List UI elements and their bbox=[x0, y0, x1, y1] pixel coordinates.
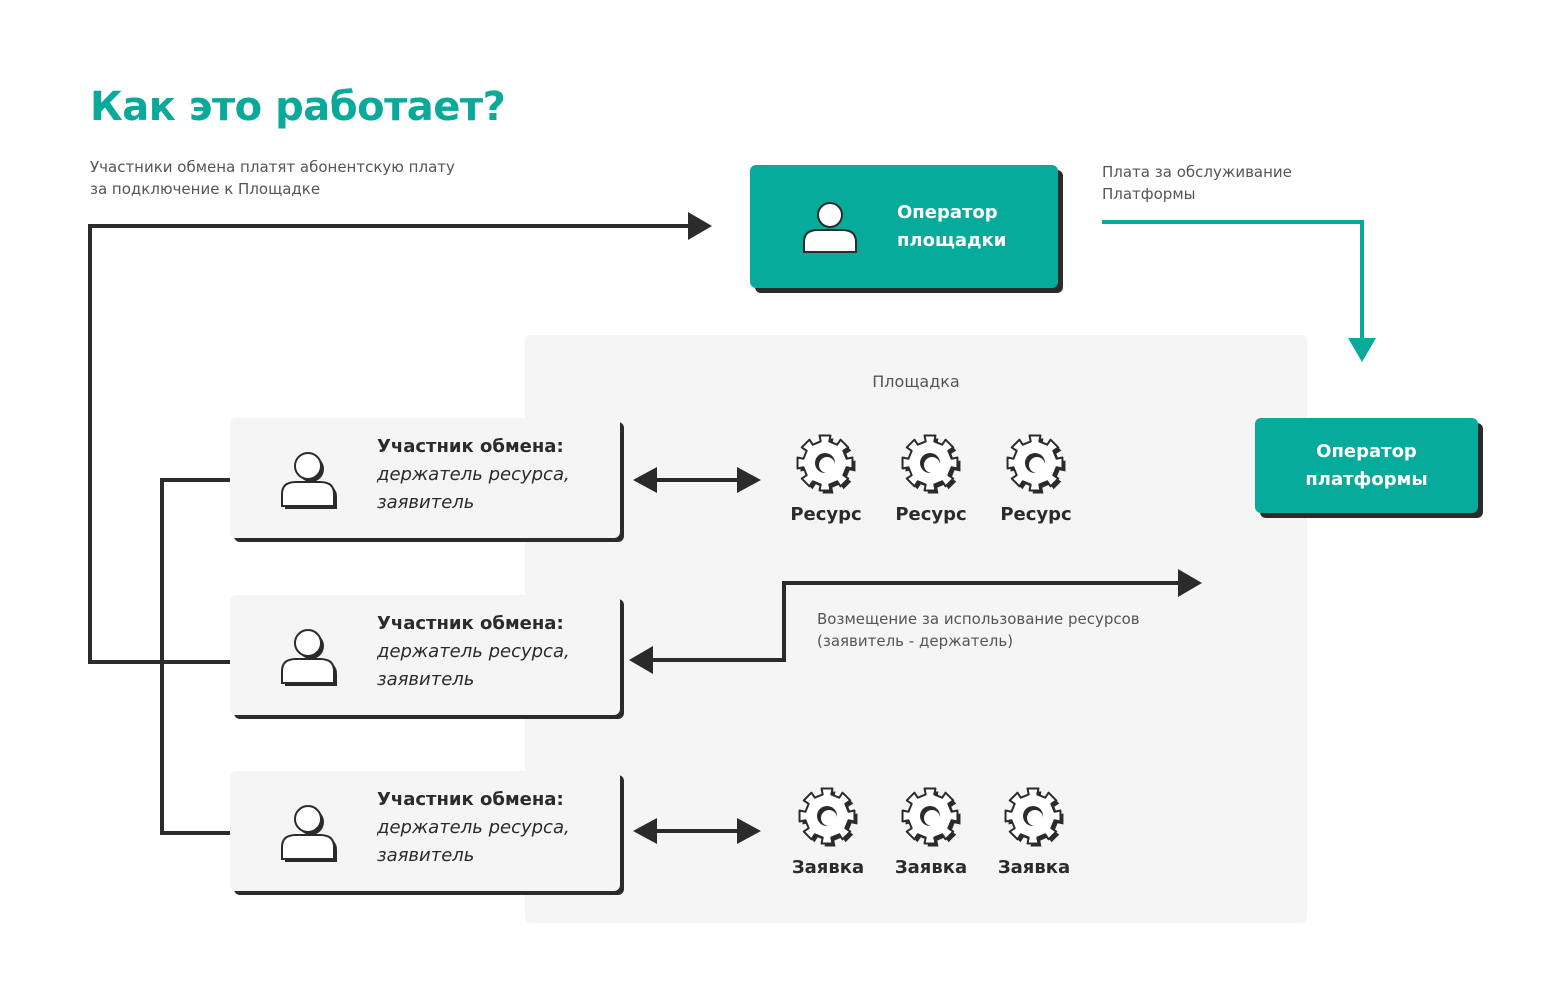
request-item: Заявка bbox=[886, 785, 976, 878]
requests-double-arrow-left-head bbox=[633, 818, 657, 844]
subscription-fee-note: Участники обмена платят абонентскую плат… bbox=[90, 156, 455, 200]
operator-site-line2: площадки bbox=[897, 230, 1007, 251]
resource-label: Ресурс bbox=[895, 504, 967, 525]
operator-platform-line1: Оператор bbox=[1316, 440, 1417, 462]
gear-icon bbox=[899, 787, 963, 853]
request-label: Заявка bbox=[997, 857, 1071, 878]
request-label: Заявка bbox=[791, 857, 865, 878]
participant-role-1: держатель ресурса, bbox=[377, 464, 570, 485]
compensation-note-line2: (заявитель - держатель) bbox=[817, 632, 1014, 650]
participant-title: Участник обмена: bbox=[377, 613, 564, 634]
participant-role-2: заявитель bbox=[377, 845, 475, 866]
request-item: Заявка bbox=[783, 785, 873, 878]
request-item: Заявка bbox=[989, 785, 1079, 878]
resources-double-arrow-right-head bbox=[737, 467, 761, 493]
fee-arrowhead-right bbox=[688, 212, 712, 240]
resource-item: Ресурс bbox=[781, 432, 871, 525]
participants-bracket-top bbox=[160, 478, 230, 482]
operator-platform-box: Оператор платформы bbox=[1255, 418, 1478, 513]
compensation-note: Возмещение за использование ресурсов (за… bbox=[817, 608, 1140, 652]
service-fee-connector-vertical bbox=[1360, 220, 1364, 340]
requests-double-arrow-right-head bbox=[737, 818, 761, 844]
participants-bracket-bottom bbox=[160, 831, 230, 835]
compensation-connector-bottom bbox=[650, 658, 786, 662]
subscription-fee-note-line2: за подключение к Площадке bbox=[90, 180, 321, 198]
request-label: Заявка bbox=[894, 857, 968, 878]
compensation-arrowhead-left bbox=[629, 646, 653, 674]
service-fee-connector-horizontal bbox=[1102, 220, 1364, 224]
participants-bracket-vertical bbox=[160, 478, 164, 835]
fee-connector-top bbox=[88, 224, 690, 228]
fee-connector-bottom bbox=[88, 660, 230, 664]
service-fee-note: Плата за обслуживание Платформы bbox=[1102, 161, 1292, 205]
requests-double-arrow-shaft bbox=[655, 829, 741, 833]
participant-card: Участник обмена: держатель ресурса, заяв… bbox=[230, 595, 620, 715]
compensation-connector-vertical bbox=[782, 581, 786, 662]
resources-double-arrow-left-head bbox=[633, 467, 657, 493]
operator-site-line1: Оператор bbox=[897, 202, 998, 223]
participant-title: Участник обмена: bbox=[377, 436, 564, 457]
person-icon bbox=[278, 802, 340, 868]
gear-icon bbox=[1004, 434, 1068, 500]
compensation-note-line1: Возмещение за использование ресурсов bbox=[817, 610, 1140, 628]
participant-card: Участник обмена: держатель ресурса, заяв… bbox=[230, 418, 620, 538]
resource-item: Ресурс bbox=[886, 432, 976, 525]
participant-role-1: держатель ресурса, bbox=[377, 817, 570, 838]
participant-card: Участник обмена: держатель ресурса, заяв… bbox=[230, 771, 620, 891]
gear-icon bbox=[899, 434, 963, 500]
resource-item: Ресурс bbox=[991, 432, 1081, 525]
compensation-connector-top bbox=[782, 581, 1182, 585]
participant-title: Участник обмена: bbox=[377, 789, 564, 810]
gear-icon bbox=[794, 434, 858, 500]
participant-role-2: заявитель bbox=[377, 492, 475, 513]
resources-double-arrow-shaft bbox=[655, 478, 741, 482]
participant-role-1: держатель ресурса, bbox=[377, 641, 570, 662]
gear-icon bbox=[1002, 787, 1066, 853]
participant-role-2: заявитель bbox=[377, 669, 475, 690]
gear-icon bbox=[796, 787, 860, 853]
person-icon bbox=[800, 198, 860, 267]
service-fee-note-line2: Платформы bbox=[1102, 185, 1196, 203]
operator-platform-line2: платформы bbox=[1305, 468, 1428, 490]
person-icon bbox=[278, 449, 340, 515]
service-fee-note-line1: Плата за обслуживание bbox=[1102, 163, 1292, 181]
operator-site-box: Оператор площадки bbox=[750, 165, 1058, 288]
resource-label: Ресурс bbox=[1000, 504, 1072, 525]
subscription-fee-note-line1: Участники обмена платят абонентскую плат… bbox=[90, 158, 455, 176]
service-fee-arrowhead-down bbox=[1348, 338, 1376, 362]
compensation-arrowhead-right bbox=[1178, 569, 1202, 597]
resource-label: Ресурс bbox=[790, 504, 862, 525]
platform-area-label: Площадка bbox=[872, 372, 960, 391]
person-icon bbox=[278, 626, 340, 692]
page-title: Как это работает? bbox=[90, 84, 506, 130]
fee-connector-vertical bbox=[88, 224, 92, 664]
